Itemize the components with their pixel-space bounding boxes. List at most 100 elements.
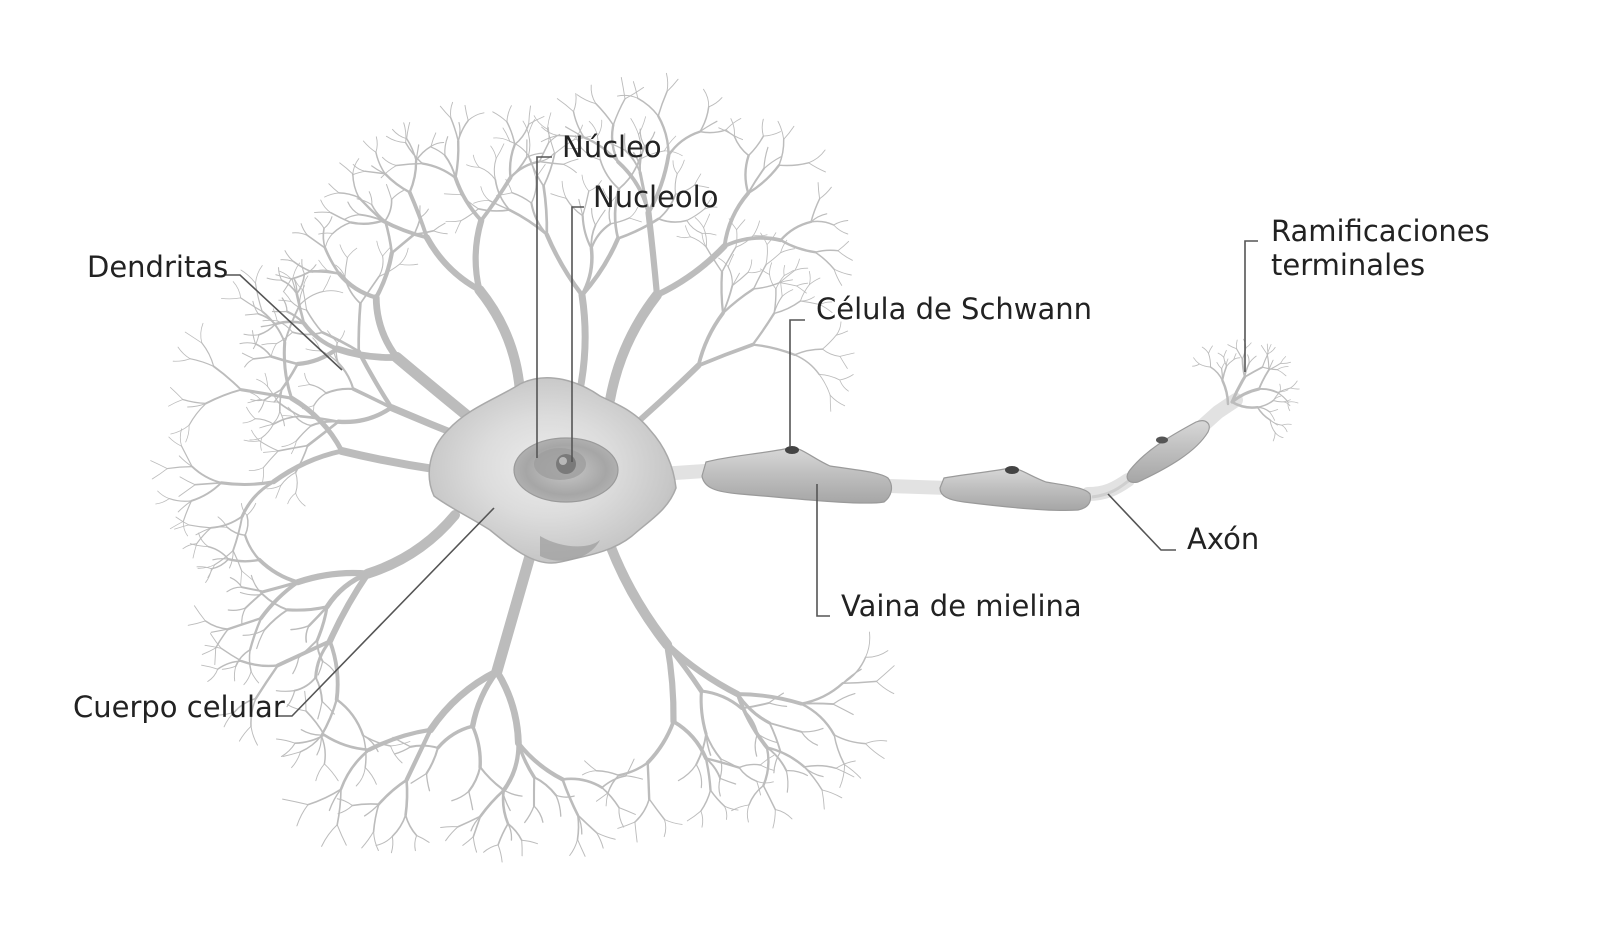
dendrite-branch bbox=[427, 667, 501, 734]
dendrite-branch bbox=[470, 815, 482, 832]
dendrite-branch bbox=[443, 193, 461, 195]
dendrite-branch bbox=[356, 349, 394, 410]
dendrite-branch bbox=[644, 131, 656, 147]
dendrite-branch bbox=[261, 467, 264, 486]
dendrite-branch bbox=[244, 358, 255, 368]
dendrite-branch bbox=[239, 388, 294, 400]
dendrite-branch bbox=[330, 211, 352, 224]
dendrite-branch bbox=[625, 775, 644, 780]
dendrite-branch bbox=[778, 162, 810, 167]
dendrite-branch bbox=[693, 173, 702, 186]
dendrite-branch bbox=[251, 330, 256, 345]
dendrite-branch bbox=[187, 402, 207, 408]
dendrite-branch bbox=[474, 284, 525, 397]
dendrite-branch bbox=[430, 146, 446, 156]
dendrite-branch bbox=[472, 217, 485, 293]
soma-shading bbox=[540, 536, 600, 561]
dendrite-branch bbox=[254, 664, 279, 700]
dendrite-branch bbox=[240, 659, 279, 668]
dendrite-branch bbox=[1243, 362, 1250, 378]
dendrite-branch bbox=[506, 105, 512, 123]
dendrite-branch bbox=[331, 221, 352, 235]
dendrite-branch bbox=[699, 689, 744, 710]
dendrite-branch bbox=[410, 772, 428, 784]
dendrite-branch bbox=[304, 372, 311, 385]
myelin-segment-1 bbox=[701, 447, 893, 504]
dendrite-branch bbox=[321, 700, 335, 715]
dendrite-branch bbox=[324, 571, 371, 610]
dendrite-branch bbox=[1272, 432, 1276, 442]
dendrite-branch bbox=[243, 333, 260, 336]
dendrite-branch bbox=[638, 150, 665, 161]
dendrite-branch bbox=[373, 830, 379, 852]
dendrite-branch bbox=[657, 114, 670, 157]
dendrite-branch bbox=[174, 524, 190, 530]
dendrite-branch bbox=[384, 198, 393, 222]
dendrite-branch bbox=[240, 570, 243, 587]
dendrite-branch bbox=[565, 126, 585, 138]
dendrite-branch bbox=[282, 340, 294, 400]
dendrite-branch bbox=[507, 822, 523, 842]
dendrite-branch bbox=[187, 620, 206, 626]
dendrite-branch bbox=[336, 330, 346, 344]
dendrite-branch bbox=[1269, 409, 1279, 413]
dendrite-branch bbox=[1274, 432, 1284, 438]
dendrite-branch bbox=[491, 550, 536, 677]
terminal-branches bbox=[1192, 338, 1300, 442]
dendrite-branch bbox=[779, 220, 813, 242]
label-nucleolo: Nucleolo bbox=[593, 180, 718, 214]
dendrite-branch bbox=[254, 418, 274, 425]
dendrite-branch bbox=[722, 235, 783, 249]
dendrite-branch bbox=[581, 174, 590, 192]
dendrite-branch bbox=[671, 719, 708, 761]
dendrite-branch bbox=[653, 243, 728, 299]
dendrite-branch bbox=[1198, 363, 1211, 368]
dendrite-branch bbox=[383, 172, 411, 194]
dendrite-branch bbox=[835, 321, 842, 336]
dendrite-branch bbox=[151, 468, 168, 480]
dendrite-branch bbox=[351, 170, 367, 176]
dendrite-branch bbox=[701, 232, 717, 236]
dendrite-branch bbox=[709, 789, 726, 807]
dendrite-branch bbox=[864, 740, 888, 745]
dendrite-branch bbox=[483, 844, 499, 853]
dendrite-branch bbox=[768, 722, 782, 753]
dendrite-branch bbox=[781, 289, 794, 297]
dendrite-branch bbox=[363, 803, 380, 817]
dendrite-branch bbox=[253, 355, 272, 360]
dendrite-branch bbox=[468, 790, 474, 811]
dendrite-branch bbox=[800, 702, 835, 706]
dendrite-branch bbox=[582, 190, 590, 217]
schwann-nucleus-1 bbox=[785, 446, 799, 454]
dendrite-branch bbox=[1283, 401, 1291, 407]
dendrite-branch bbox=[561, 180, 567, 199]
dendrite-branch bbox=[233, 665, 237, 682]
dendrite-branch bbox=[595, 769, 620, 777]
dendrite-branch bbox=[808, 271, 811, 285]
dendrite-branch bbox=[638, 116, 646, 135]
dendrite-branch bbox=[800, 296, 815, 302]
dendrite-branch bbox=[287, 406, 297, 418]
dendrite-branch bbox=[322, 733, 371, 752]
dendrite-branch bbox=[318, 259, 328, 271]
dendrite-branch bbox=[339, 748, 371, 791]
dendrite-branch bbox=[372, 803, 380, 833]
dendrite-branch bbox=[244, 590, 265, 609]
dendrite-branch bbox=[264, 372, 268, 387]
dendrite-branch bbox=[768, 692, 784, 704]
dendrite-branch bbox=[584, 760, 597, 772]
dendrite-branch bbox=[455, 220, 462, 234]
dendrite-branch bbox=[191, 465, 223, 484]
dendrite-branch bbox=[235, 649, 251, 667]
dendrite-branch bbox=[178, 455, 193, 468]
dendrite-branch bbox=[275, 274, 292, 280]
dendrite-branch bbox=[876, 680, 895, 695]
dendrite-branch bbox=[516, 741, 536, 779]
dendrite-branch bbox=[833, 224, 849, 235]
dendrite-branch bbox=[456, 180, 461, 195]
dendrite-branch bbox=[591, 207, 597, 226]
dendrite-branch bbox=[300, 729, 325, 736]
dendrite-branch bbox=[336, 798, 353, 807]
dendrite-branch bbox=[705, 246, 723, 273]
dendrite-branch bbox=[333, 345, 401, 361]
